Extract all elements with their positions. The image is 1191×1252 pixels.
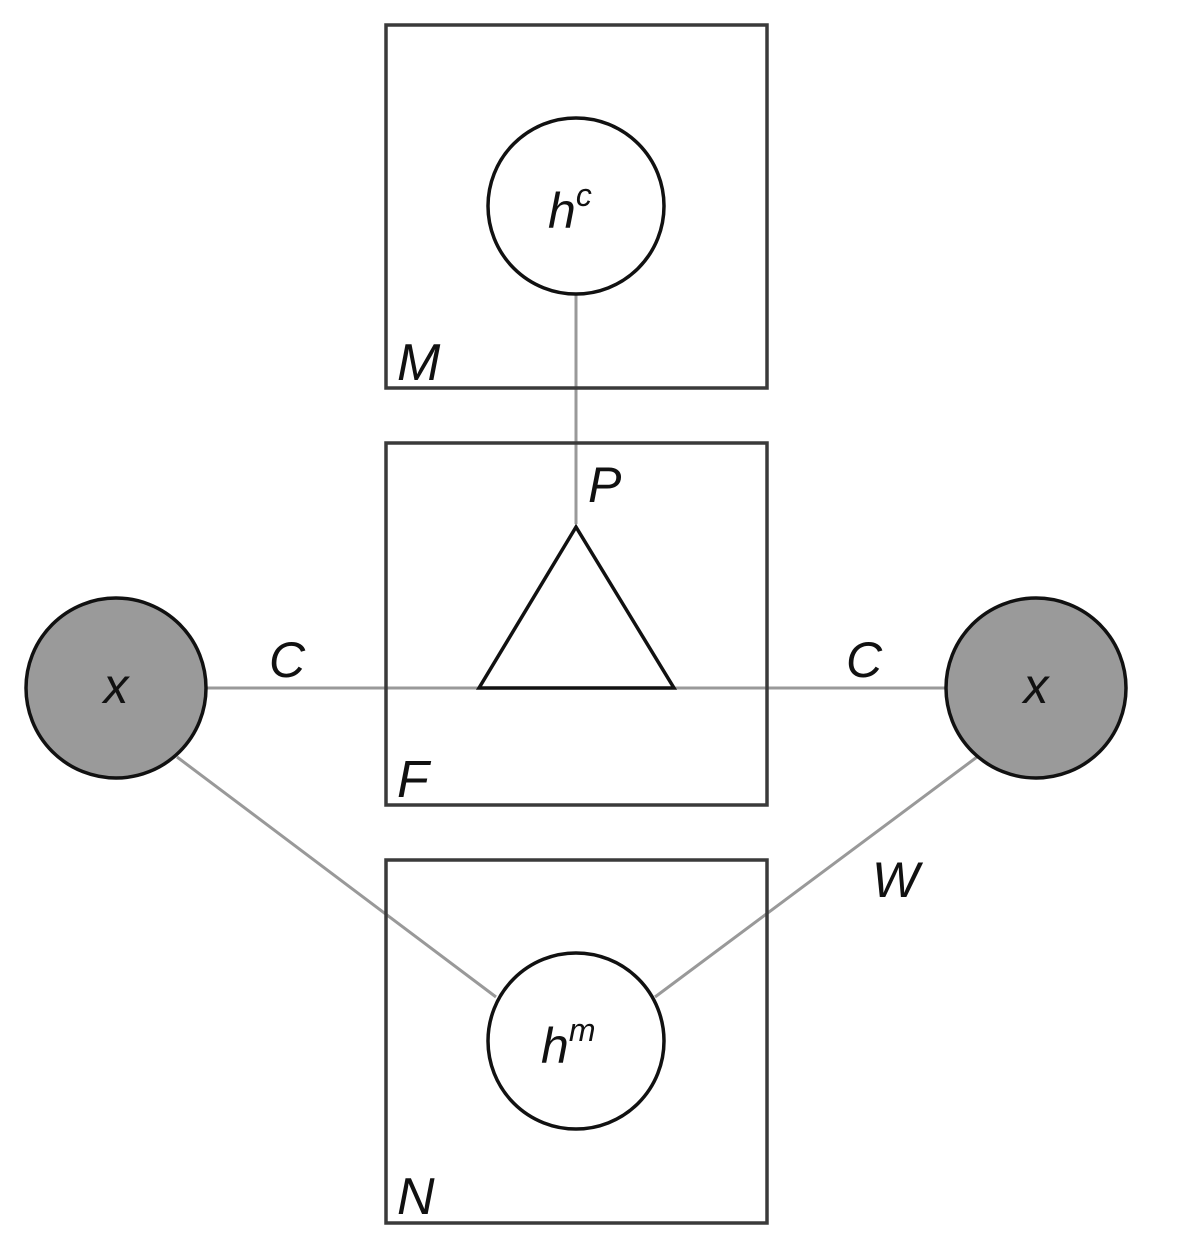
node-h-c-label: hc [548, 177, 592, 239]
node-h-m-label: hm [541, 1012, 595, 1074]
node-x-right-label: x [1022, 658, 1051, 714]
node-h-m [486, 951, 666, 1131]
plate-m-label: M [397, 334, 441, 392]
h-m-sup: m [569, 1012, 596, 1048]
plate-f-label: F [397, 751, 432, 809]
edge-label-c-left: C [269, 632, 306, 688]
factor-triangle [475, 523, 678, 690]
plate-n [384, 858, 769, 1225]
node-x-left [24, 596, 208, 780]
h-c-base: h [548, 183, 576, 239]
edge-label-p: P [588, 457, 622, 513]
h-m-base: h [541, 1018, 569, 1074]
plate-f [384, 441, 769, 807]
node-x-right [944, 596, 1128, 780]
plate-n-label: N [397, 1168, 435, 1226]
edge-right-x-hm [654, 755, 978, 999]
edge-left-x-hm [176, 755, 497, 999]
node-h-c [486, 116, 666, 296]
edge-label-c-right: C [846, 632, 883, 688]
h-c-sup: c [576, 177, 592, 213]
edge-label-w: W [872, 852, 924, 908]
plate-m [384, 23, 769, 390]
node-x-left-label: x [102, 658, 131, 714]
